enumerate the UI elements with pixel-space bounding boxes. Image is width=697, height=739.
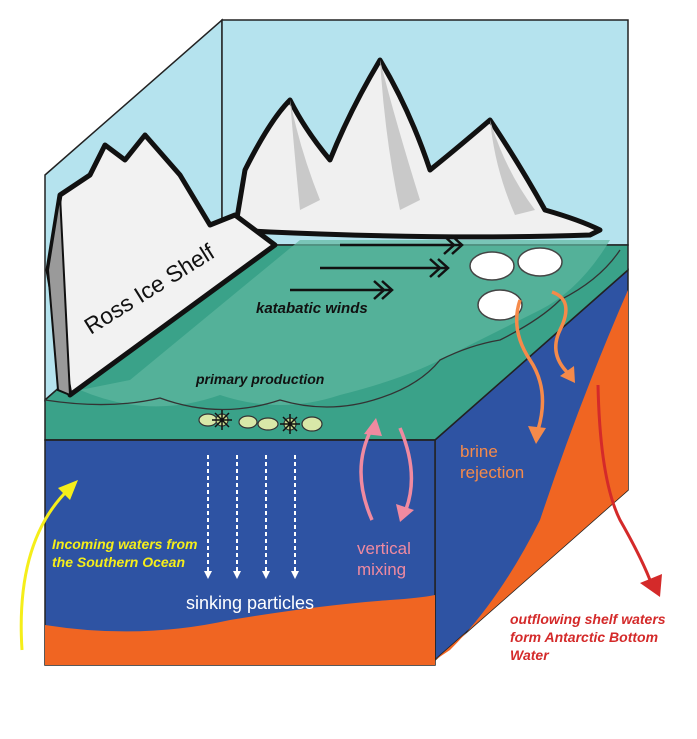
sinking-particles-label: sinking particles — [186, 593, 315, 613]
sea-ice-floes — [469, 247, 563, 321]
incoming-waters-label: Incoming waters from the Southern Ocean — [52, 536, 198, 571]
brine-rejection-label: brine rejection — [460, 442, 525, 483]
katabatic-wind-arrows — [290, 235, 464, 300]
vertical-mixing-label: vertical mixing — [357, 539, 411, 580]
block-front-face — [44, 439, 436, 666]
primary-production-label: primary production — [196, 371, 325, 387]
mountains — [232, 57, 603, 240]
plankton-chain — [198, 410, 323, 434]
vertical-mixing-arrows — [359, 418, 414, 522]
katabatic-winds-label: katabatic winds — [256, 300, 368, 317]
outflow-arrow — [596, 384, 662, 597]
outflowing-shelf-waters-label: outflowing shelf waters form Antarctic B… — [510, 611, 666, 664]
incoming-water-arrow — [19, 480, 78, 651]
brine-rejection-arrows — [514, 290, 575, 444]
ross-ice-shelf — [45, 132, 278, 398]
sinking-particle-arrows — [204, 455, 299, 579]
